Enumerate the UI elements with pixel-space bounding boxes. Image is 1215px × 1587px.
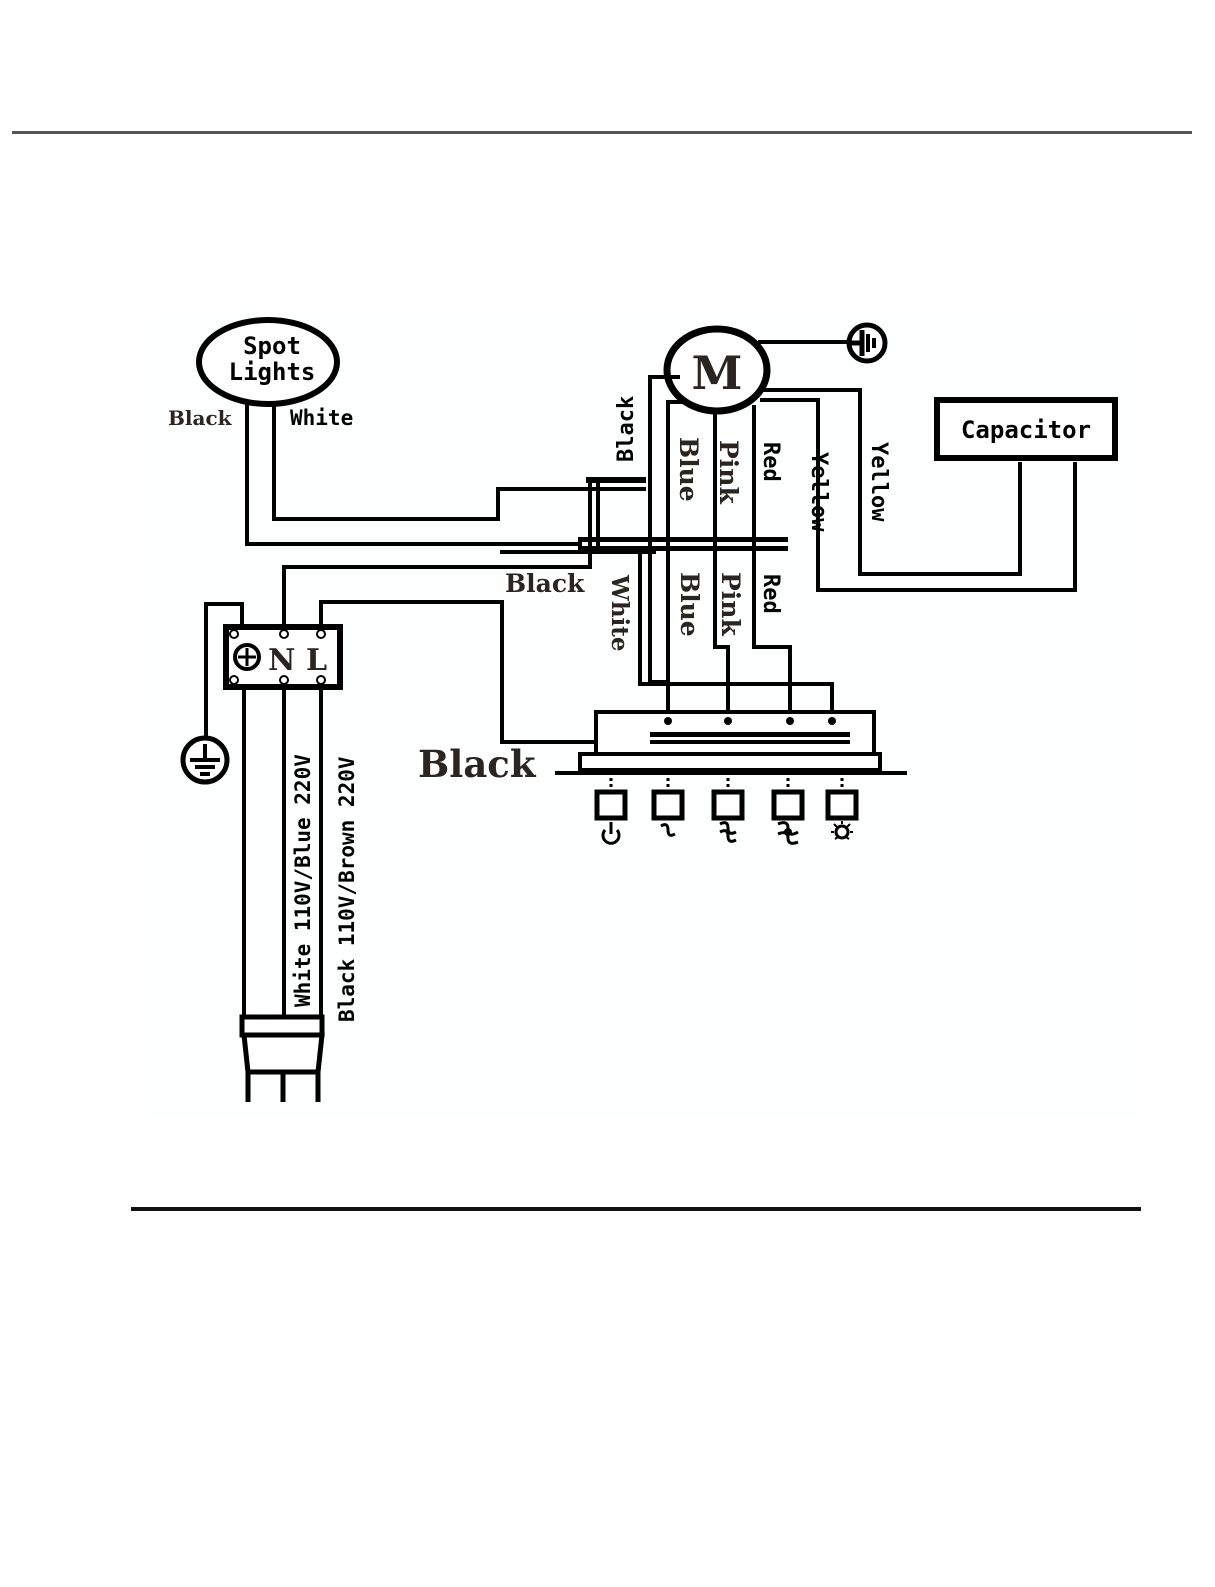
capacitor-label: Capacitor: [961, 416, 1091, 444]
cord-white-wire-label: White 110V/Blue 220V: [291, 754, 315, 1007]
terminal-block: N L: [226, 627, 340, 687]
switch-buttons: [597, 772, 856, 843]
capacitor: Capacitor: [937, 400, 1115, 458]
switch-red-wire-label: Red: [758, 574, 783, 614]
switch-white-wire-label: White: [606, 574, 633, 652]
spot-lights-label-line2: Lights: [229, 358, 316, 386]
top-divider: [12, 131, 1192, 134]
motor-label: M: [692, 346, 743, 400]
terminal-n-label: N: [268, 643, 295, 678]
spot-black-wire-label: Black: [168, 406, 233, 430]
power-icon: [603, 822, 619, 843]
motor-black-wire-label: Black: [614, 396, 639, 462]
fan-medium-icon: [720, 823, 736, 842]
fan-low-button: [654, 772, 682, 835]
cord-black-wire-label: Black 110V/Brown 220V: [335, 756, 359, 1022]
switch-pink-wire-label: Pink: [716, 572, 745, 636]
mid-black-wire-label: Black: [505, 569, 585, 598]
light-icon: [831, 821, 853, 839]
terminal-l-label: L: [306, 643, 327, 678]
power-button: [597, 772, 625, 843]
spot-white-wire-label: White: [290, 406, 353, 430]
bottom-divider: [131, 1207, 1141, 1211]
fan-high-button: [774, 772, 802, 843]
switch-black-label: Black: [418, 742, 537, 786]
spot-lights: Spot Lights: [199, 320, 337, 404]
spot-lights-label-line1: Spot: [243, 332, 301, 360]
switch-assembly: [555, 682, 907, 773]
motor-red-wire-label: Red: [758, 442, 783, 482]
light-button: [828, 772, 856, 839]
chassis-ground-icon: [183, 738, 227, 782]
motor-pink-wire-label: Pink: [714, 440, 743, 504]
switch-blue-wire-label: Blue: [675, 572, 704, 637]
fan-low-icon: [661, 825, 675, 836]
terminal-ground-icon: [235, 645, 259, 669]
fan-high-icon: [778, 823, 798, 844]
motor: M: [667, 329, 767, 411]
motor-blue-wire-label: Blue: [674, 437, 703, 502]
capacitor-yellow-wire-label: Yellow: [866, 442, 891, 522]
motor-ground-icon: [849, 325, 885, 361]
motor-yellow-wire-label: Yellow: [806, 452, 831, 532]
fan-medium-button: [714, 772, 742, 841]
wiring-diagram: Spot Lights Black White M: [150, 312, 1140, 1118]
